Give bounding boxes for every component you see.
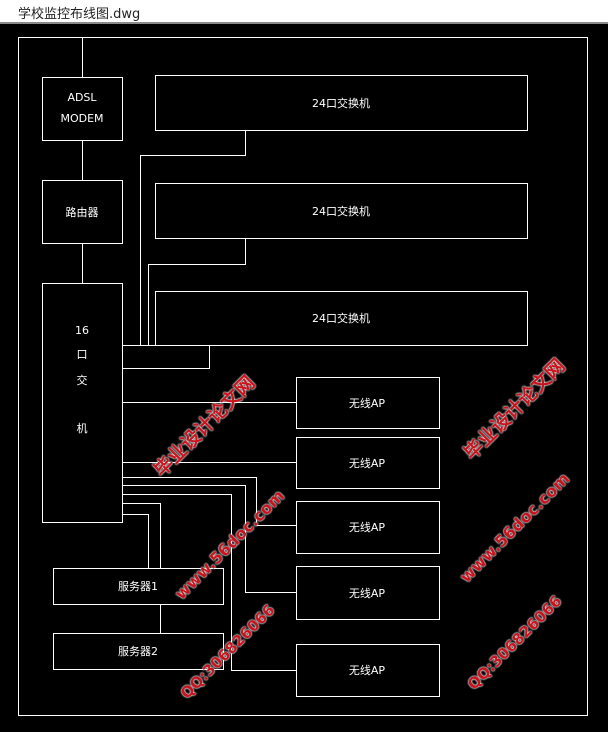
switch16-label-2: 口 (77, 348, 88, 361)
adsl-modem-box[interactable]: ADSL MODEM (42, 77, 123, 141)
connector-line (122, 485, 296, 593)
modem-label-2: MODEM (60, 112, 103, 125)
server-label: 服务器1 (118, 580, 158, 593)
ap-label: 无线AP (349, 586, 386, 600)
server-label: 服务器2 (118, 645, 158, 658)
router-label: 路由器 (66, 205, 99, 219)
connector-line (122, 345, 210, 369)
connector-line (122, 503, 161, 568)
server-1[interactable]: 服务器1 (53, 568, 224, 605)
switch-24-port-1[interactable]: 24口交换机 (155, 75, 528, 131)
ap-label: 无线AP (349, 663, 386, 677)
switch-16-port-box[interactable]: 16 口 交 机 (42, 283, 123, 523)
connector-line (122, 477, 296, 526)
connector-line (148, 238, 246, 345)
window-title: 学校监控布线图.dwg (18, 7, 141, 22)
switch-24-port-2[interactable]: 24口交换机 (155, 183, 528, 239)
switch24-label: 24口交换机 (312, 311, 370, 325)
wireless-ap-1[interactable]: 无线AP (296, 377, 440, 429)
drawing-frame (18, 37, 588, 716)
switch24-label: 24口交换机 (312, 204, 370, 218)
wireless-ap-2[interactable]: 无线AP (296, 437, 440, 489)
network-diagram-canvas: ADSL MODEM 路由器 16 口 交 机 24口交换机 24口交换机 24… (18, 37, 588, 716)
modem-label-1: ADSL (67, 91, 97, 104)
switch24-label: 24口交换机 (312, 96, 370, 110)
switch16-label-3: 交 (77, 373, 88, 387)
connector-line (122, 514, 149, 568)
ap-label: 无线AP (349, 396, 386, 410)
router-box[interactable]: 路由器 (42, 180, 123, 244)
wireless-ap-5[interactable]: 无线AP (296, 644, 440, 697)
wireless-ap-4[interactable]: 无线AP (296, 566, 440, 620)
title-bar: 学校监控布线图.dwg (0, 0, 608, 24)
ap-label: 无线AP (349, 456, 386, 470)
connector-line (122, 494, 296, 671)
switch16-label-4: 机 (77, 421, 88, 435)
switch16-label-1: 16 (75, 324, 89, 337)
ap-label: 无线AP (349, 520, 386, 534)
connector-line (140, 130, 246, 345)
switch-24-port-3[interactable]: 24口交换机 (155, 291, 528, 346)
wireless-ap-3[interactable]: 无线AP (296, 501, 440, 554)
server-2[interactable]: 服务器2 (53, 633, 224, 670)
